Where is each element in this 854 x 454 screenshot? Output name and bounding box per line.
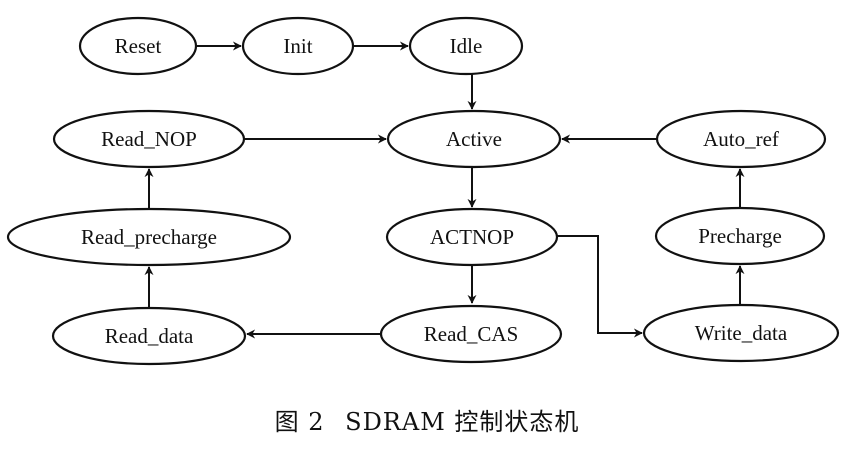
state-label: Read_precharge <box>81 225 217 249</box>
state-read-nop: Read_NOP <box>52 109 246 169</box>
state-label: Reset <box>115 34 162 58</box>
state-label: Write_data <box>695 321 788 345</box>
figure-label: 图 2 <box>274 408 325 436</box>
state-label: Read_CAS <box>424 322 519 346</box>
state-read-precharge: Read_precharge <box>6 207 292 267</box>
state-active: Active <box>386 109 562 169</box>
edge-actnop-to-write-data <box>557 235 643 338</box>
state-precharge: Precharge <box>654 206 826 266</box>
figure-caption: 图 2 SDRAM 控制状态机 <box>0 402 854 437</box>
figure-title: SDRAM 控制状态机 <box>345 408 580 436</box>
state-label: Read_NOP <box>101 127 197 151</box>
state-reset: Reset <box>78 16 198 76</box>
state-label: Idle <box>450 34 483 58</box>
state-actnop: ACTNOP <box>385 207 559 267</box>
edges <box>144 41 745 339</box>
state-auto-ref: Auto_ref <box>655 109 827 169</box>
state-label: Auto_ref <box>703 127 779 151</box>
state-read-cas: Read_CAS <box>379 304 563 364</box>
state-label: ACTNOP <box>430 225 514 249</box>
state-label: Init <box>283 34 312 58</box>
state-label: Read_data <box>105 324 194 348</box>
state-init: Init <box>241 16 355 76</box>
state-write-data: Write_data <box>642 303 840 363</box>
state-idle: Idle <box>408 16 524 76</box>
state-label: Active <box>446 127 502 151</box>
state-read-data: Read_data <box>51 306 247 366</box>
state-label: Precharge <box>698 224 782 248</box>
